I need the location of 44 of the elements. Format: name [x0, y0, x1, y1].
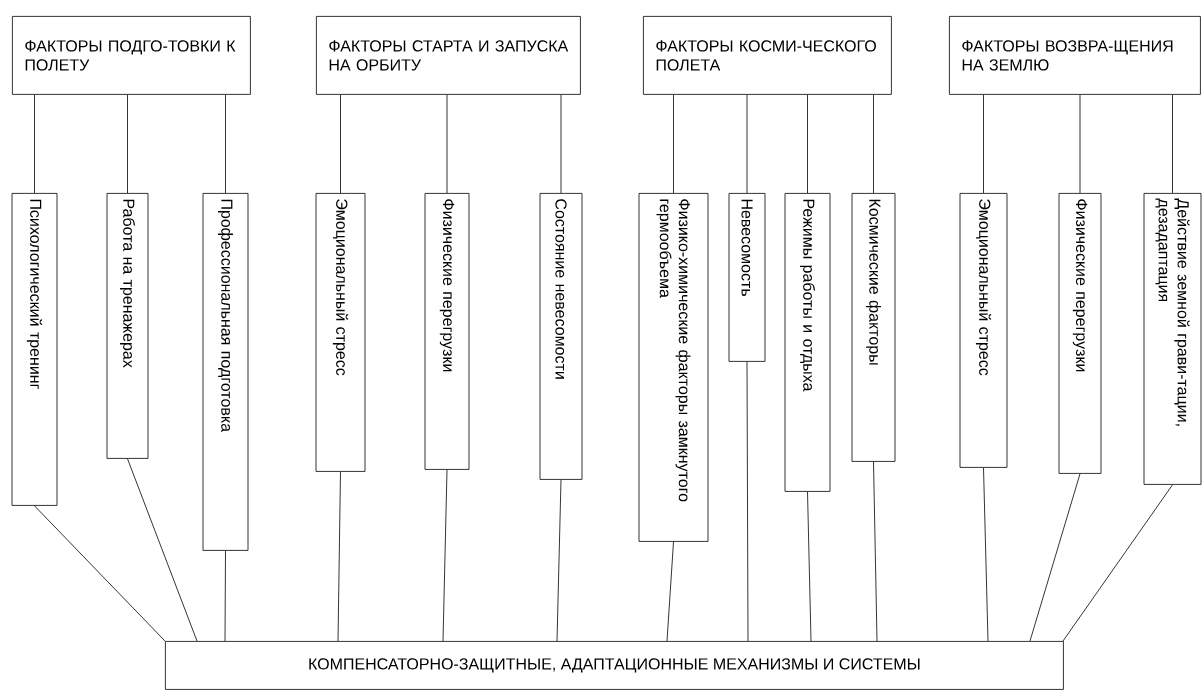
connector-line — [560, 94, 562, 194]
connector-line — [556, 479, 562, 642]
connector-line — [673, 94, 674, 194]
connector-line — [1062, 484, 1173, 642]
connector-line — [34, 505, 166, 642]
factor-box: Психологический тренинг — [11, 193, 58, 506]
connector-line — [1079, 94, 1081, 194]
connector-line — [225, 94, 226, 194]
connector-line — [873, 94, 874, 194]
connector-line — [127, 94, 128, 194]
connector-line — [746, 361, 749, 642]
connector-line — [337, 471, 341, 642]
factor-box: Режимы работы и отдыха — [784, 193, 831, 492]
connector-line — [1029, 473, 1081, 642]
factor-box: Физико-химические факторы замкнутого гермообъема — [638, 193, 709, 542]
connector-line — [340, 94, 341, 194]
factor-group-box: ФАКТОРЫ СТАРТА И ЗАПУСКА НА ОРБИТУ — [316, 16, 581, 95]
mechanisms-box: КОМПЕНСАТОРНО-ЗАЩИТНЫЕ, АДАПТАЦИОННЫЕ МЕХАНИЗМЫ И СИСТЕМЫ — [165, 641, 1064, 690]
factor-box: Эмоциональный стресс — [315, 193, 366, 472]
factor-group-box: ФАКТОРЫ КОСМИ-ЧЕСКОГО ПОЛЕТА — [643, 16, 892, 95]
factor-box: Профессиональная подготовка — [202, 193, 249, 551]
connector-line — [983, 94, 984, 194]
factor-group-box: ФАКТОРЫ ВОЗВРА-ЩЕНИЯ НА ЗЕМЛЮ — [949, 16, 1201, 95]
factor-box: Физические перегрузки — [424, 193, 470, 470]
connector-line — [224, 550, 226, 642]
factor-box: Невесомость — [728, 193, 766, 362]
connector-line — [446, 94, 448, 194]
connector-line — [873, 461, 878, 642]
factor-box: Состояние невесомости — [539, 193, 583, 480]
factor-group-box: ФАКТОРЫ ПОДГО-ТОВКИ К ПОЛЕТУ — [12, 16, 251, 95]
factor-box: Действие земной грави-тации, дезадаптация — [1143, 193, 1202, 485]
connector-line — [746, 94, 748, 194]
connector-line — [807, 94, 808, 194]
connector-line — [1172, 94, 1173, 194]
factor-box: Физические перегрузки — [1058, 193, 1102, 474]
connector-line — [807, 491, 812, 642]
connector-line — [127, 458, 198, 642]
factor-box: Эмоциональный стресс — [959, 193, 1008, 468]
factor-box: Работа на тренажерах — [106, 193, 149, 459]
connector-line — [34, 94, 35, 194]
connector-line — [983, 467, 989, 642]
factor-box: Космические факторы — [851, 193, 896, 462]
connector-line — [666, 541, 674, 642]
connector-line — [442, 469, 448, 642]
